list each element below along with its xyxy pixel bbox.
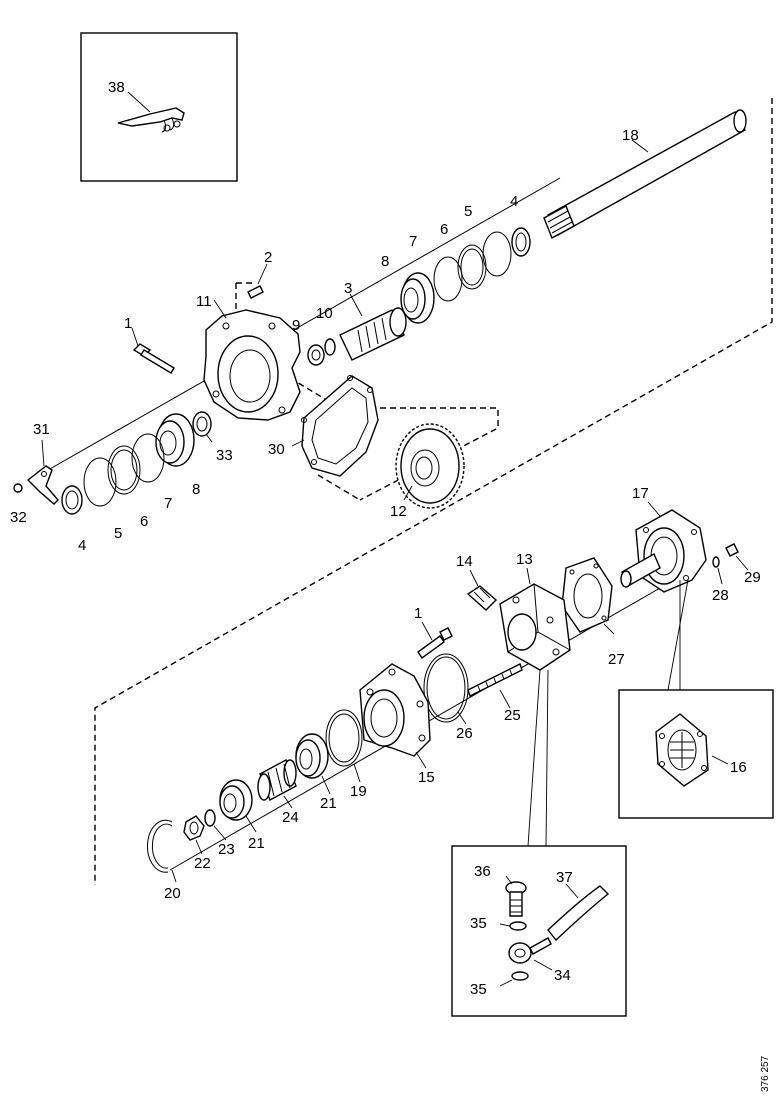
inset-box-34-37: [451, 669, 627, 1017]
label-8: 8: [381, 253, 389, 270]
label-7-lower: 7: [164, 495, 172, 512]
label-12: 12: [390, 503, 407, 520]
part-6-ring-upper: [457, 244, 487, 290]
label-21-lower: 21: [248, 835, 265, 852]
part-17-flange: [620, 501, 707, 593]
part-11-housing: [203, 299, 301, 421]
part-28-washer: [712, 556, 723, 585]
part-5-snap-ring-upper: [482, 231, 512, 277]
label-5-lower: 5: [114, 525, 122, 542]
label-37: 37: [556, 869, 573, 886]
callout-labels: 38 18 4 5 6 7 8 2 3 10 9 11 1 31 32 4 5 …: [10, 79, 761, 998]
part-14-plug: [466, 569, 498, 611]
part-31-bracket: [26, 439, 59, 505]
part-7-ring-lower: [131, 433, 165, 483]
part-36-banjo-bolt: [505, 881, 527, 917]
part-27-gasket: [561, 557, 615, 635]
label-4: 4: [510, 193, 518, 210]
part-22-nut: [183, 815, 205, 855]
inset-box-16: [618, 579, 774, 819]
label-21: 21: [320, 795, 337, 812]
inset-box-38: [80, 32, 238, 182]
label-22: 22: [194, 855, 211, 872]
label-35: 35: [470, 915, 487, 932]
part-2-pin: [247, 263, 268, 299]
label-9: 9: [292, 317, 300, 334]
label-15: 15: [418, 769, 435, 786]
part-3-splined-shaft: [339, 293, 407, 361]
part-10-washer: [324, 338, 336, 356]
label-24: 24: [282, 809, 299, 826]
label-23: 23: [218, 841, 235, 858]
label-30: 30: [268, 441, 285, 458]
part-30-gasket: [291, 375, 379, 477]
part-32-screw: [13, 483, 23, 493]
label-3: 3: [344, 280, 352, 297]
label-32: 32: [10, 509, 27, 526]
part-19-ring: [325, 709, 363, 783]
label-38: 38: [108, 79, 125, 96]
label-28: 28: [712, 587, 729, 604]
part-5-snap-ring-lower: [83, 457, 117, 507]
label-18: 18: [622, 127, 639, 144]
part-21-bearing-upper: [295, 733, 331, 795]
label-36: 36: [474, 863, 491, 880]
part-20-snap-ring: [147, 819, 177, 883]
document-id: 376 257: [760, 1055, 771, 1092]
label-29: 29: [744, 569, 761, 586]
label-19: 19: [350, 783, 367, 800]
part-33-seal: [192, 411, 213, 443]
label-6-lower: 6: [140, 513, 148, 530]
label-20: 20: [164, 885, 181, 902]
label-34: 34: [554, 967, 571, 984]
part-12-gear: [395, 423, 465, 509]
part-7-ring-upper: [433, 256, 463, 302]
label-17: 17: [632, 485, 649, 502]
label-13: 13: [516, 551, 533, 568]
part-25-stud: [467, 663, 523, 709]
label-16: 16: [730, 759, 747, 776]
upper-axis-line: [47, 177, 561, 471]
part-37-hose: [547, 885, 610, 942]
part-35-washer-lower: [511, 971, 529, 981]
label-1: 1: [124, 315, 132, 332]
part-24-splined-sleeve: [257, 759, 297, 809]
part-13-block-housing: [499, 567, 571, 671]
label-6: 6: [440, 221, 448, 238]
part-26-o-ring: [423, 653, 469, 725]
label-11: 11: [196, 293, 212, 310]
label-2: 2: [264, 249, 272, 266]
part-18-shaft: [543, 109, 747, 239]
label-10: 10: [316, 305, 333, 322]
label-33: 33: [216, 447, 233, 464]
label-27: 27: [608, 651, 625, 668]
label-14: 14: [456, 553, 473, 570]
part-15-flanged-housing: [359, 663, 431, 769]
part-1-bolt-upper: [131, 327, 175, 374]
label-5: 5: [464, 203, 472, 220]
part-9-nut: [307, 344, 325, 366]
label-25: 25: [504, 707, 521, 724]
part-23-washer: [204, 809, 227, 841]
label-1-lower: 1: [414, 605, 422, 622]
label-7: 7: [409, 233, 417, 250]
label-31: 31: [33, 421, 50, 438]
part-34-banjo-fitting: [508, 937, 552, 964]
part-29-nut: [725, 543, 749, 571]
part-6-ring-lower: [107, 445, 141, 495]
part-8-bearing-lower: [155, 413, 195, 467]
label-4-lower: 4: [78, 537, 86, 554]
part-4-sleeve-lower: [61, 485, 83, 515]
part-35-washer-upper: [509, 921, 527, 931]
part-21-bearing-lower: [219, 779, 257, 833]
part-4-sleeve-upper: [511, 227, 531, 257]
part-8-bearing-upper: [400, 272, 435, 324]
label-8-lower: 8: [192, 481, 200, 498]
part-1-bolt-lower: [417, 621, 453, 659]
label-26: 26: [456, 725, 473, 742]
label-35-lower: 35: [470, 981, 487, 998]
